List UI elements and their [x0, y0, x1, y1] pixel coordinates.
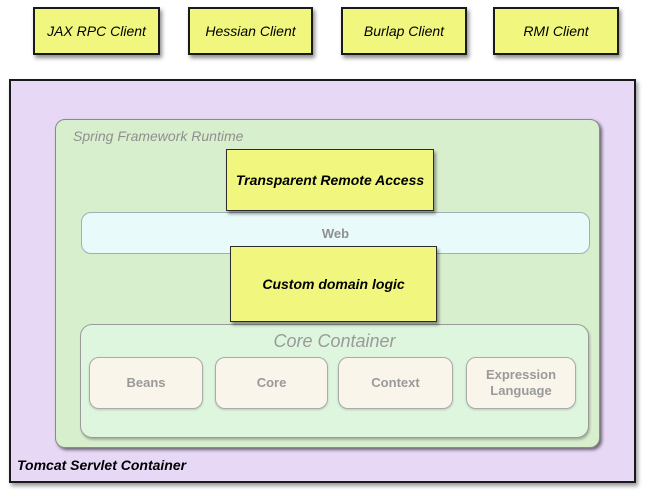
spring-framework-runtime: Spring Framework Runtime Web Transparent…: [55, 119, 600, 448]
client-box-jax-rpc-label: JAX RPC Client: [47, 23, 146, 39]
module-box-expression-language: Expression Language: [466, 357, 576, 409]
core-container: Core Container Beans Core Context Expres…: [80, 324, 589, 438]
transparent-remote-access-label: Transparent Remote Access: [235, 172, 425, 188]
client-box-hessian-label: Hessian Client: [205, 23, 296, 39]
module-box-context: Context: [338, 357, 453, 409]
client-box-burlap-label: Burlap Client: [363, 23, 445, 39]
tomcat-servlet-container-label: Tomcat Servlet Container: [17, 457, 187, 473]
web-layer-label: Web: [321, 225, 350, 241]
module-box-beans: Beans: [89, 357, 203, 409]
client-box-rmi-label: RMI Client: [523, 23, 589, 39]
module-box-expression-language-label: Expression Language: [485, 366, 557, 398]
custom-domain-logic-box: Custom domain logic: [230, 246, 437, 322]
module-box-core-label: Core: [256, 374, 287, 390]
client-box-rmi: RMI Client: [493, 7, 619, 55]
custom-domain-logic-label: Custom domain logic: [262, 276, 405, 292]
module-box-beans-label: Beans: [126, 374, 166, 390]
core-container-label: Core Container: [273, 331, 396, 351]
transparent-remote-access-box: Transparent Remote Access: [226, 149, 434, 211]
client-box-burlap: Burlap Client: [341, 7, 467, 55]
tomcat-servlet-container: Spring Framework Runtime Web Transparent…: [9, 79, 636, 483]
module-box-core: Core: [215, 357, 328, 409]
spring-framework-runtime-label: Spring Framework Runtime: [73, 128, 244, 144]
client-box-jax-rpc: JAX RPC Client: [33, 7, 160, 55]
client-box-hessian: Hessian Client: [188, 7, 313, 55]
module-box-context-label: Context: [371, 374, 420, 390]
